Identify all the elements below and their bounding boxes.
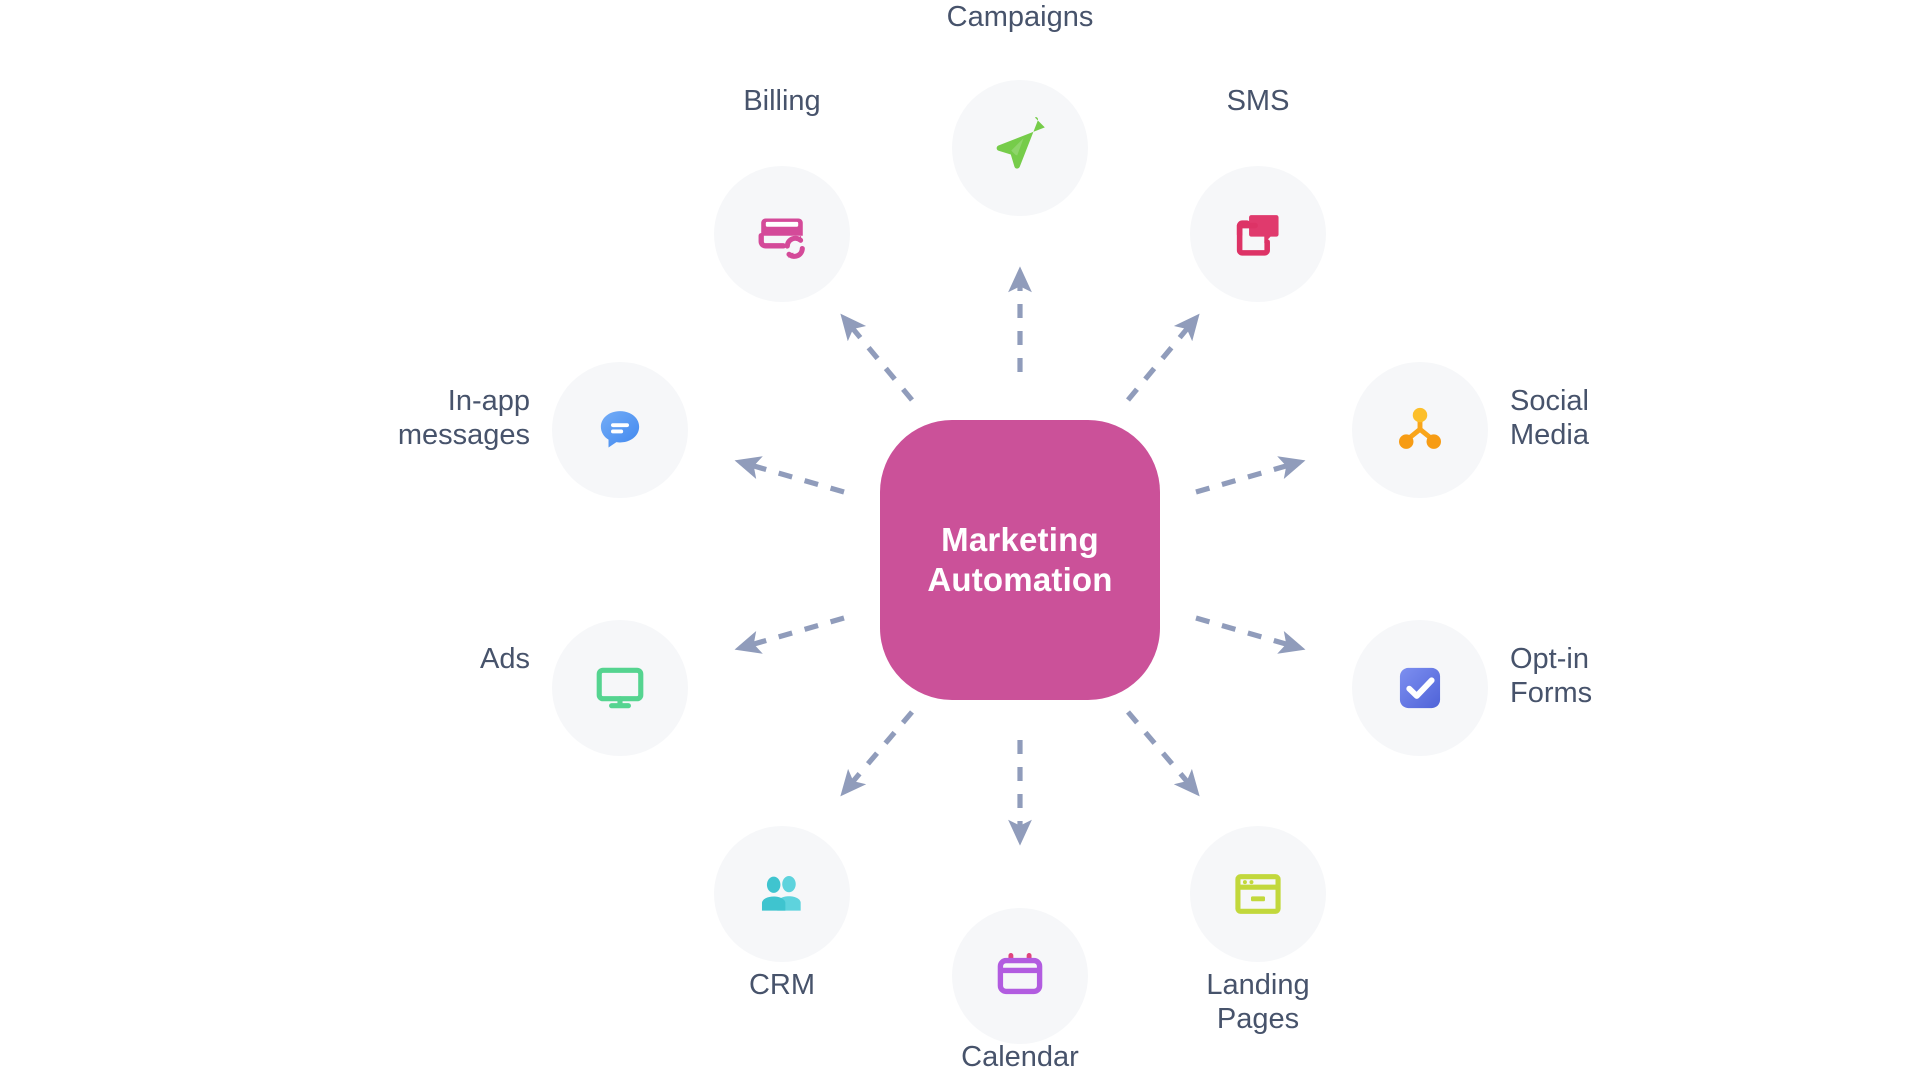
credit-card-recurring-icon — [753, 205, 811, 263]
connector-crm — [840, 710, 914, 797]
node-opt-in-forms-circle[interactable] — [1352, 620, 1488, 756]
chat-bubbles-icon — [1229, 205, 1287, 263]
node-in-app-messages-circle[interactable] — [552, 362, 688, 498]
connector-landing-pages — [1126, 710, 1200, 797]
node-in-app-messages-label: In-app messages — [397, 385, 530, 452]
paper-plane-icon — [989, 117, 1051, 179]
hub-label: Marketing Automation — [927, 520, 1113, 598]
connector-in-app-messages — [734, 456, 845, 495]
node-campaigns-circle[interactable] — [952, 80, 1088, 216]
node-calendar-circle[interactable] — [952, 908, 1088, 1044]
connector-sms — [1125, 313, 1200, 402]
users-icon — [755, 867, 809, 921]
node-crm-label: CRM — [748, 969, 816, 1001]
share-network-icon — [1392, 402, 1448, 458]
calendar-icon — [992, 948, 1048, 1004]
node-calendar-label: Calendar — [961, 1041, 1079, 1073]
node-ads-circle[interactable] — [552, 620, 688, 756]
node-sms-circle[interactable] — [1190, 166, 1326, 302]
node-sms-label: SMS — [1226, 85, 1290, 117]
checkbox-checked-icon — [1392, 660, 1448, 716]
connector-ads — [734, 615, 845, 654]
node-landing-pages-label: Landing Pages — [1206, 969, 1310, 1036]
message-bubble-icon — [593, 403, 647, 457]
node-billing-circle[interactable] — [714, 166, 850, 302]
hub-marketing-automation[interactable]: Marketing Automation — [880, 420, 1160, 700]
node-social-media-circle[interactable] — [1352, 362, 1488, 498]
connector-billing — [840, 313, 915, 402]
monitor-icon — [592, 660, 648, 716]
browser-window-icon — [1230, 866, 1286, 922]
node-campaigns-label: Campaigns — [946, 1, 1094, 33]
node-social-media-label: Social Media — [1510, 385, 1589, 452]
node-landing-pages-circle[interactable] — [1190, 826, 1326, 962]
node-crm-circle[interactable] — [714, 826, 850, 962]
connector-opt-in-forms — [1195, 615, 1306, 654]
node-billing-label: Billing — [743, 85, 821, 117]
connector-social-media — [1195, 456, 1306, 495]
node-opt-in-forms-label: Opt-in Forms — [1510, 643, 1593, 710]
node-ads-label: Ads — [480, 643, 530, 675]
